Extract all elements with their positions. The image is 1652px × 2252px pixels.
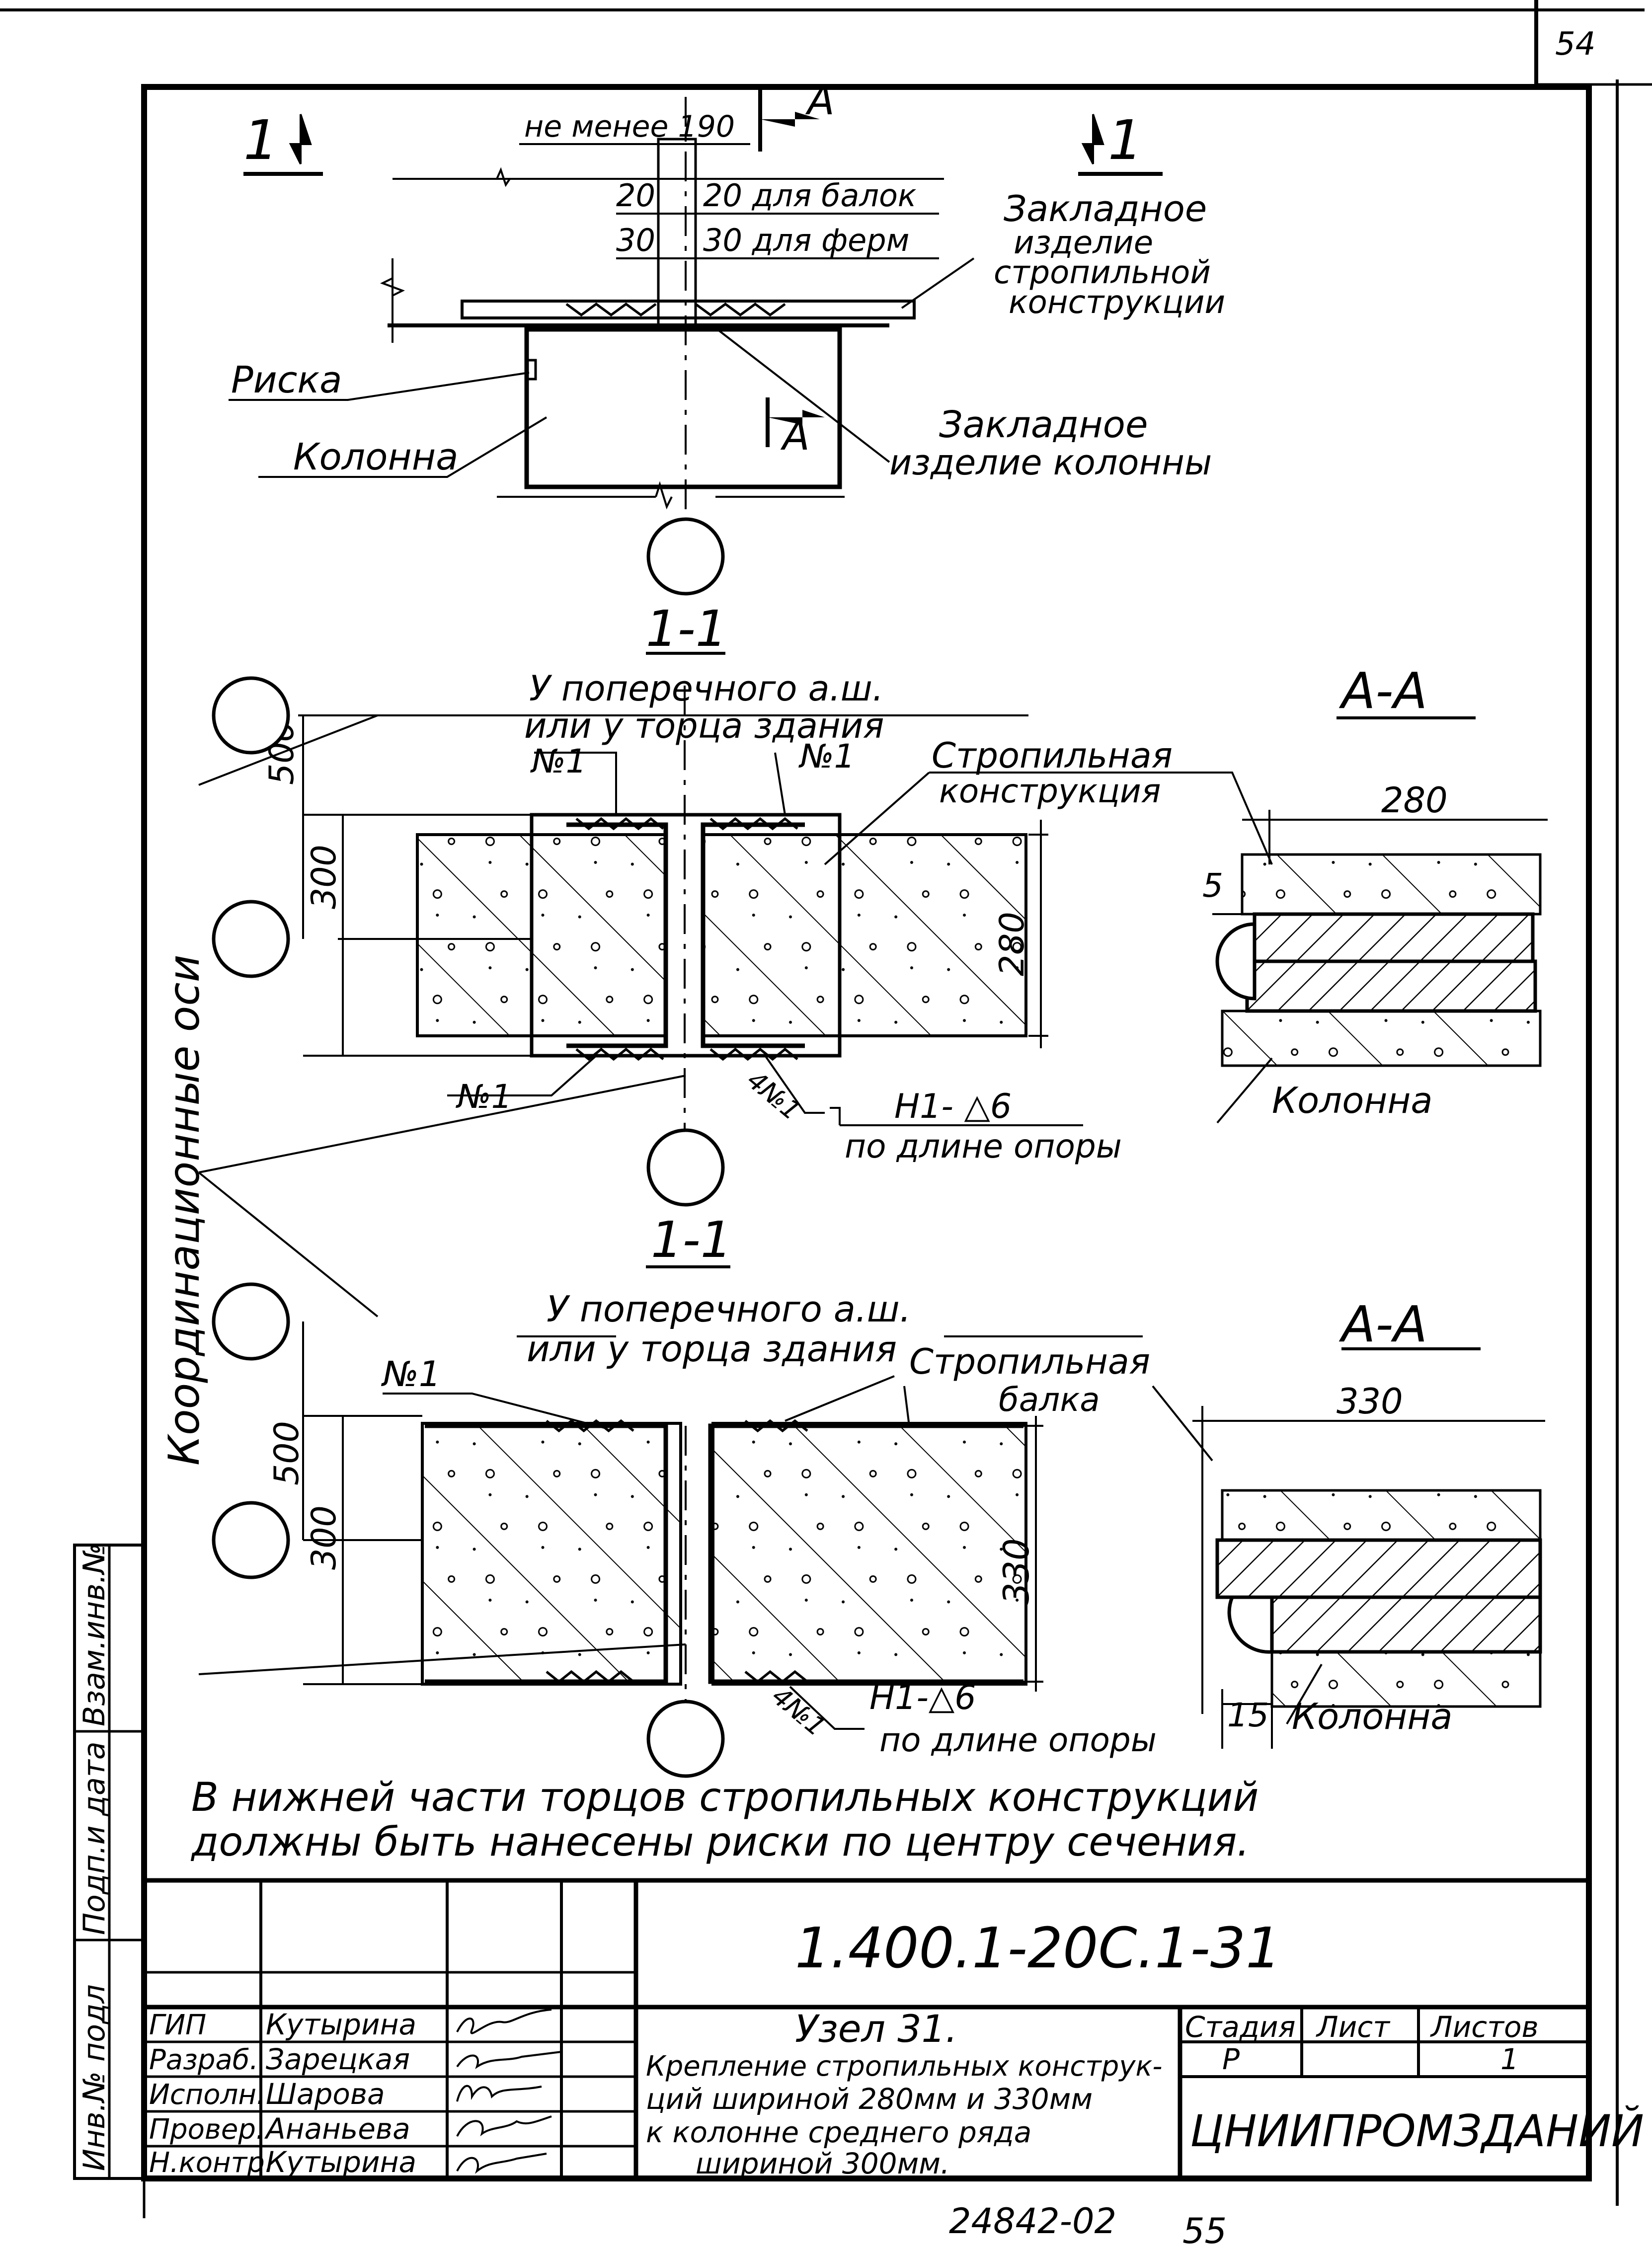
view-aa-top-dim-280: 280	[1381, 780, 1448, 821]
section-bottom-note-2: или у торца здания	[527, 1328, 897, 1370]
sheets-label: Листов	[1430, 2010, 1539, 2044]
plan-dim-20: 20	[616, 177, 655, 214]
note-line-2: должны быть нанесены риски по центру сеч…	[190, 1819, 1250, 1865]
node-title: Узел 31.	[795, 2007, 957, 2051]
name-norm-control: Кутырина	[266, 2145, 416, 2179]
section-bottom-weld-2: по длине опоры	[879, 1721, 1157, 1759]
name-develop: Зарецкая	[266, 2042, 410, 2076]
bottom-code: 24842-02	[949, 2201, 1116, 2242]
section-bottom-note-1: У поперечного а.ш.	[547, 1288, 911, 1330]
organization-name: ЦНИИПРОМЗДАНИЙ	[1190, 2105, 1644, 2157]
embed-column-label-2: изделие колонны	[889, 442, 1212, 483]
view-aa-bottom-title: А-А	[1338, 1295, 1427, 1353]
role-check: Провер.	[149, 2113, 265, 2146]
plan-cut-mark-top: A	[805, 78, 835, 124]
section-bottom-title: 1-1	[651, 1211, 732, 1269]
section-bottom-rafter-2: балка	[999, 1381, 1100, 1419]
embed-rafter-label-2: изделие	[1014, 225, 1153, 261]
section-top-n1-left: №1	[530, 742, 587, 780]
sheet-label: Лист	[1316, 2010, 1391, 2044]
view-aa-bottom	[1192, 1347, 1545, 1749]
node-description-1: Крепление стропильных конструк-	[646, 2050, 1163, 2083]
title-block	[144, 1878, 1589, 2178]
signer-names: Кутырина Зарецкая Шарова Ананьева Кутыри…	[264, 2008, 416, 2179]
plan-dim-30: 30	[616, 222, 655, 258]
node-description-2: ций шириной 280мм и 330мм	[646, 2082, 1093, 2116]
view-aa-top-dim-5: 5	[1202, 866, 1223, 905]
embed-column-label-1: Закладное	[939, 403, 1148, 446]
side-stamp-inv: Инв.№ подл	[77, 1984, 112, 2171]
view-aa-top-title: А-А	[1338, 662, 1427, 720]
embed-rafter-label-3: стропильной	[994, 254, 1211, 291]
name-check: Ананьева	[264, 2112, 410, 2146]
page-number: 54	[1555, 26, 1595, 63]
side-stamp-replace: Взам.инв.№	[77, 1543, 112, 1726]
section-top-title: 1-1	[646, 600, 727, 658]
view-aa-bottom-column: Колонна	[1292, 1696, 1453, 1737]
section-top-weld-1: Н1- △6	[894, 1087, 1012, 1126]
coordination-axes-label: Координационные оси	[159, 954, 209, 1466]
side-stamp	[73, 1544, 146, 2180]
embed-rafter-label-1: Закладное	[1004, 188, 1207, 230]
section-top-rafter-1: Стропильная	[932, 735, 1173, 776]
section-top-dim-280: 280	[993, 912, 1032, 976]
role-develop: Разраб.	[149, 2044, 258, 2076]
section-top-n1-bottom: №1	[456, 1078, 512, 1116]
plan-dim-30-note: 30 для ферм	[703, 222, 909, 258]
name-execute: Шарова	[266, 2077, 385, 2111]
section-bottom-dim-330: 330	[996, 1538, 1037, 1605]
stage-label: Стадия	[1185, 2010, 1296, 2044]
view-aa-top	[1212, 716, 1548, 1124]
role-norm-control: Н.контр.	[149, 2147, 274, 2179]
node-description-4: шириной 300мм.	[696, 2147, 949, 2180]
handwritten-signatures	[456, 2009, 562, 2174]
plan-dim-min: не менее 190	[524, 109, 735, 144]
role-execute: Исполн.	[149, 2079, 265, 2111]
document-designation: 1.400.1-20С.1-31	[795, 1916, 1281, 1981]
section-bottom-rafter-1: Стропильная	[909, 1341, 1150, 1382]
role-gip: ГИП	[149, 2009, 206, 2041]
section-bottom-n1: №1	[381, 1354, 441, 1395]
view-aa-bottom-dim-330: 330	[1337, 1381, 1403, 1422]
node-description-3: к колонне среднего ряда	[646, 2115, 1031, 2149]
stage-value: Р	[1222, 2042, 1240, 2076]
section-bottom-weld-1: Н1-△6	[869, 1678, 976, 1717]
coordination-axes	[198, 676, 686, 1675]
section-top-n1-right: №1	[798, 737, 855, 776]
section-top-weld-2: по длине опоры	[845, 1127, 1122, 1165]
embed-rafter-label-4: конструкции	[1009, 284, 1225, 321]
role-labels: ГИП Разраб. Исполн. Провер. Н.контр.	[149, 2009, 274, 2179]
section-bottom-dim-300: 300	[305, 1505, 344, 1570]
section-top-dim-300: 300	[305, 845, 344, 909]
section-bottom	[302, 1265, 1213, 1778]
bottom-page: 55	[1182, 2211, 1227, 2252]
plan-section-mark-left: 1	[243, 108, 278, 172]
side-stamp-sign: Подп.и дата	[77, 1741, 112, 1935]
note-line-1: В нижней части торцов стропильных констр…	[191, 1774, 1259, 1820]
plan-column-label: Колонна	[293, 436, 459, 478]
section-top	[298, 652, 1273, 1207]
section-top-rafter-2: конструкция	[939, 772, 1161, 810]
section-bottom-weld-tag: 4№1	[766, 1681, 831, 1742]
name-gip: Кутырина	[266, 2008, 416, 2041]
view-aa-bottom-dim-15: 15	[1227, 1696, 1269, 1734]
section-top-note-2: или у торца здания	[524, 705, 884, 746]
plan-cut-mark-bottom: A	[780, 413, 810, 459]
risk-label: Риска	[231, 359, 342, 401]
section-bottom-dim-500: 500	[267, 1421, 307, 1485]
section-top-weld-tag: 4№1	[741, 1065, 806, 1126]
section-top-note-1: У поперечного а.ш.	[529, 668, 883, 709]
plan-dim-20-note: 20 для балок	[703, 177, 917, 214]
plan-view	[229, 89, 1163, 596]
plan-section-mark-right: 1	[1108, 108, 1143, 172]
view-aa-top-column: Колонна	[1272, 1080, 1433, 1121]
sheets-value: 1	[1500, 2042, 1519, 2076]
